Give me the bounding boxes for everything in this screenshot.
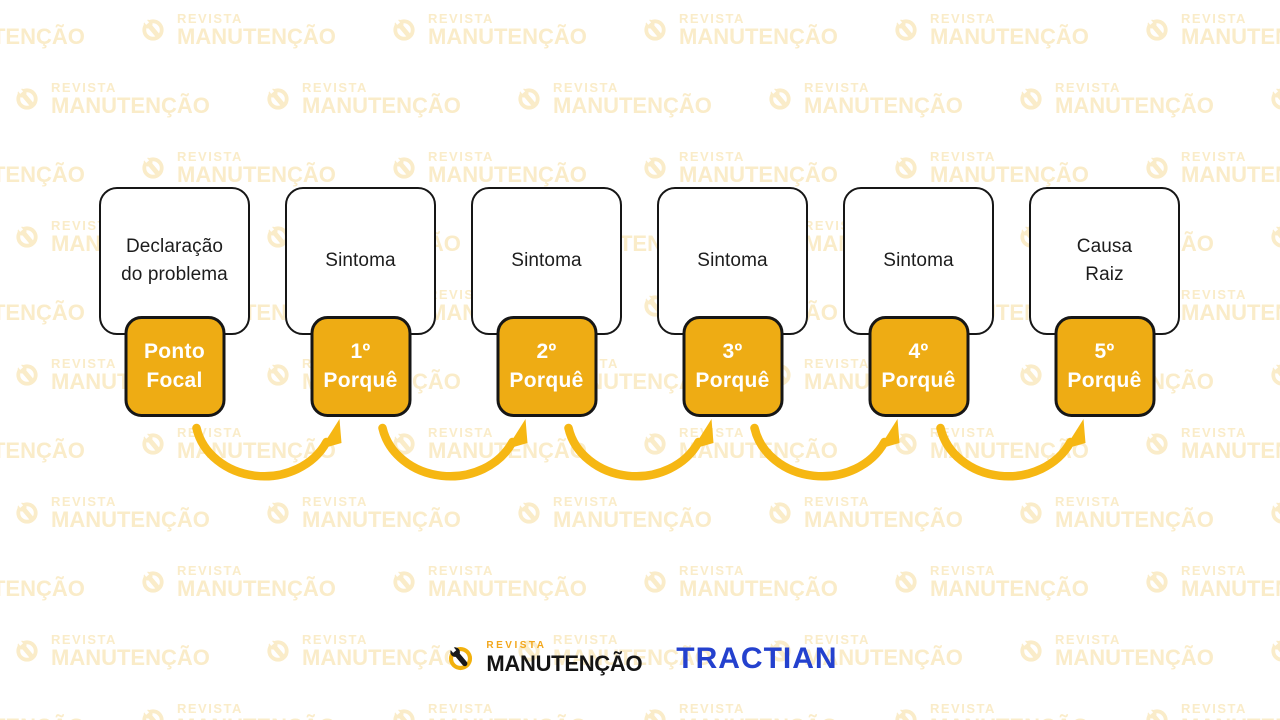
symptom-3-box: Sintoma — [657, 187, 808, 335]
tractian-logo: TRACTIAN — [676, 641, 838, 675]
why-5-badge-label: 5º Porquê — [1067, 340, 1142, 392]
focal-point-badge-label: Ponto Focal — [144, 340, 205, 392]
revista-manutencao-logo: REVISTA MANUTENÇÃO — [442, 639, 643, 677]
why-1-badge: 1º Porquê — [310, 316, 411, 417]
flow-arrow — [564, 419, 714, 481]
problem-statement-box: Declaração do problema — [99, 187, 250, 335]
root-cause-box: Causa Raiz — [1029, 187, 1180, 335]
revista-wordmark: REVISTA MANUTENÇÃO — [486, 639, 643, 676]
step-symptom-1: Sintoma 1º Porquê — [285, 187, 436, 417]
problem-statement-label: Declaração do problema — [121, 236, 228, 285]
why-5-badge: 5º Porquê — [1054, 316, 1155, 417]
focal-point-badge: Ponto Focal — [124, 316, 225, 417]
revista-wordmark-bottom: MANUTENÇÃO — [486, 650, 643, 676]
why-3-badge-label: 3º Porquê — [695, 340, 770, 392]
why-2-badge: 2º Porquê — [496, 316, 597, 417]
step-root-cause: Causa Raiz 5º Porquê — [1029, 187, 1180, 417]
symptom-4-label: Sintoma — [883, 250, 954, 272]
symptom-1-label: Sintoma — [325, 250, 396, 272]
why-3-badge: 3º Porquê — [682, 316, 783, 417]
symptom-4-box: Sintoma — [843, 187, 994, 335]
flow-arrow — [936, 419, 1086, 481]
symptom-1-box: Sintoma — [285, 187, 436, 335]
root-cause-label: Causa Raiz — [1076, 236, 1133, 285]
revista-wordmark-top: REVISTA — [486, 639, 547, 651]
step-symptom-3: Sintoma 3º Porquê — [657, 187, 808, 417]
gear-wrench-icon — [447, 644, 474, 672]
step-symptom-4: Sintoma 4º Porquê — [843, 187, 994, 417]
symptom-2-box: Sintoma — [471, 187, 622, 335]
step-problem-statement: Declaração do problema Ponto Focal — [99, 187, 250, 417]
flow-arrow — [378, 419, 528, 481]
footer: REVISTA MANUTENÇÃO TRACTIAN — [0, 640, 1280, 677]
symptom-2-label: Sintoma — [511, 250, 582, 272]
why-4-badge: 4º Porquê — [868, 316, 969, 417]
why-4-badge-label: 4º Porquê — [881, 340, 956, 392]
why-2-badge-label: 2º Porquê — [509, 340, 584, 392]
why-1-badge-label: 1º Porquê — [323, 340, 398, 392]
symptom-3-label: Sintoma — [697, 250, 768, 272]
flow-arrow — [750, 419, 900, 481]
step-symptom-2: Sintoma 2º Porquê — [471, 187, 622, 417]
flow-arrow — [192, 419, 342, 481]
